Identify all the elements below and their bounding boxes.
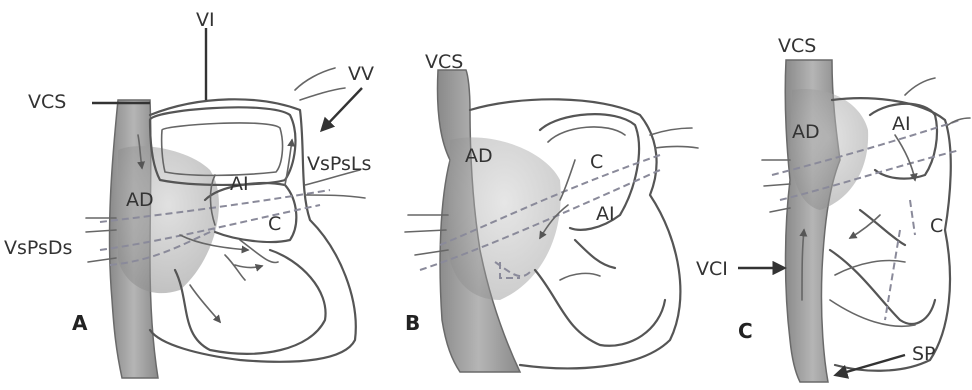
- panel-c-right-atrium-shade: [790, 89, 868, 210]
- panel-a-label-vi: VI: [196, 9, 215, 31]
- panel-a: VI VV VCS VsPsLs VsPsDs AD AI C A: [4, 9, 374, 378]
- panel-a-vv-arrow: [322, 88, 362, 130]
- panel-a-label-vspsls: VsPsLs: [307, 153, 371, 175]
- panel-c: VCS AD AI C VCI SP C: [696, 35, 970, 382]
- panel-c-label-sp: SP: [912, 343, 936, 365]
- panel-c-sp-arrow: [836, 355, 905, 375]
- panel-c-label-vci: VCI: [696, 258, 728, 280]
- panel-a-label-ad: AD: [126, 189, 154, 211]
- panel-c-label-ad: AD: [792, 121, 820, 143]
- panel-b-label-ad: AD: [465, 145, 493, 167]
- panel-a-label-vv: VV: [348, 63, 374, 85]
- panel-a-label-c: C: [268, 213, 281, 235]
- panel-a-label-vcs: VCS: [28, 91, 66, 113]
- panel-a-right-atrium-shade: [118, 146, 219, 293]
- panel-b: VCS AD C AI B: [405, 51, 698, 372]
- panel-b-label-c: C: [590, 151, 603, 173]
- panel-a-letter: A: [72, 311, 88, 335]
- panel-c-label-vcs: VCS: [778, 35, 816, 57]
- panel-c-label-ai: AI: [892, 113, 911, 135]
- panel-a-left-atrium: [205, 183, 296, 242]
- panel-c-label-c: C: [930, 215, 943, 237]
- panel-a-label-vspsds: VsPsDs: [4, 237, 72, 259]
- panel-c-letter: C: [738, 319, 753, 343]
- panel-b-letter: B: [405, 311, 420, 335]
- panel-b-label-vcs: VCS: [425, 51, 463, 73]
- panel-b-label-ai: AI: [596, 203, 615, 225]
- panel-a-label-ai: AI: [230, 173, 249, 195]
